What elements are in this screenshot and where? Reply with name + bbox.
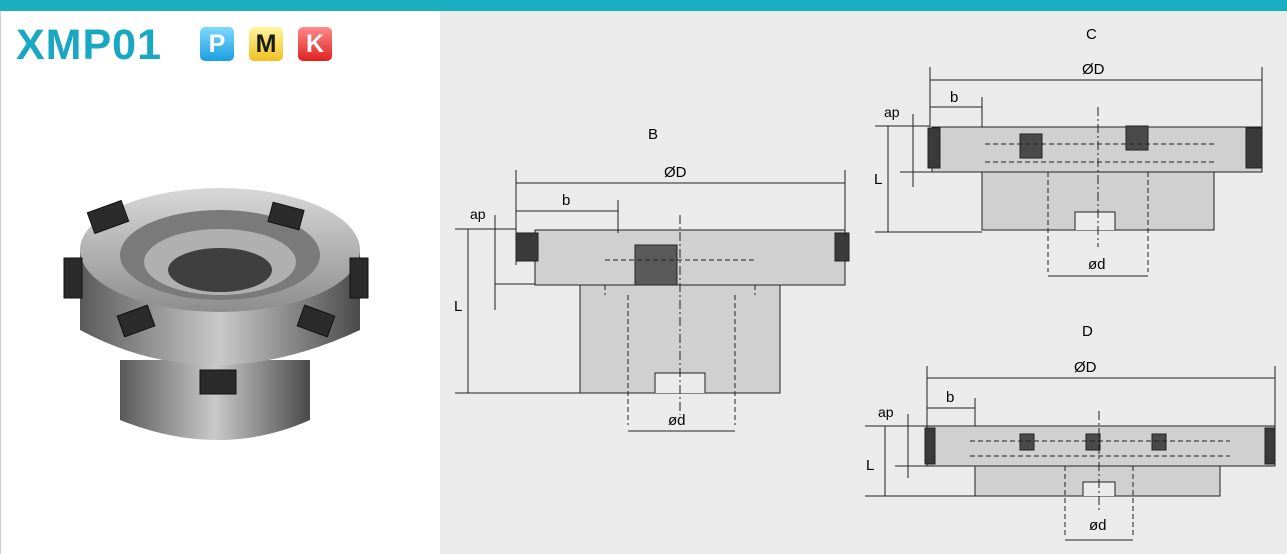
diagram-c: C ØD b ap L ød [874, 26, 1263, 277]
insert [1151, 433, 1167, 451]
insert [1019, 133, 1043, 159]
insert [116, 304, 156, 338]
cutter-body [926, 425, 1276, 467]
insert [1245, 127, 1263, 169]
ap-label: ap [470, 206, 486, 222]
l-label: L [454, 298, 462, 315]
view-label-c: C [1086, 26, 1097, 43]
insert [86, 199, 130, 235]
material-badge-m: M [249, 27, 283, 61]
bore-label: ød [668, 412, 686, 429]
drive-slot [1074, 211, 1116, 230]
bore-label: ød [1088, 256, 1106, 273]
top-accent-bar [0, 0, 1287, 11]
b-label: b [946, 389, 954, 406]
material-badge-k: K [298, 27, 332, 61]
diagram-d: D ØD b ap L ød [865, 323, 1276, 541]
dia-label: ØD [1082, 61, 1105, 78]
bore-hole [168, 248, 272, 292]
bore-label: ød [1089, 517, 1107, 534]
insert-center [634, 244, 678, 286]
insert [834, 232, 850, 262]
dia-label: ØD [664, 164, 687, 181]
insert [1019, 433, 1035, 451]
l-label: L [874, 171, 882, 188]
cutter-body [931, 126, 1263, 173]
insert [924, 427, 936, 465]
b-label: b [562, 192, 570, 209]
ap-label: ap [878, 404, 894, 420]
l-label: L [866, 457, 874, 474]
insert [1125, 125, 1149, 151]
dia-label: ØD [1074, 359, 1097, 376]
insert [296, 304, 336, 338]
insert [267, 201, 305, 231]
material-badge-p: P [200, 27, 234, 61]
cutter-illustration [63, 188, 369, 440]
insert [1085, 433, 1101, 451]
insert [927, 127, 941, 169]
ap-label: ap [884, 104, 900, 120]
cutter-body [534, 229, 846, 286]
diagram-b: B ØD b ap L ød [454, 126, 850, 432]
insert [515, 232, 539, 262]
product-title: XMP01 [16, 21, 163, 69]
b-label: b [950, 89, 958, 106]
insert [1264, 427, 1276, 465]
shank-shape [120, 360, 310, 440]
view-label-b: B [648, 126, 658, 143]
insert [349, 257, 369, 299]
view-label-d: D [1082, 323, 1093, 340]
insert [199, 369, 237, 395]
insert [63, 257, 83, 299]
